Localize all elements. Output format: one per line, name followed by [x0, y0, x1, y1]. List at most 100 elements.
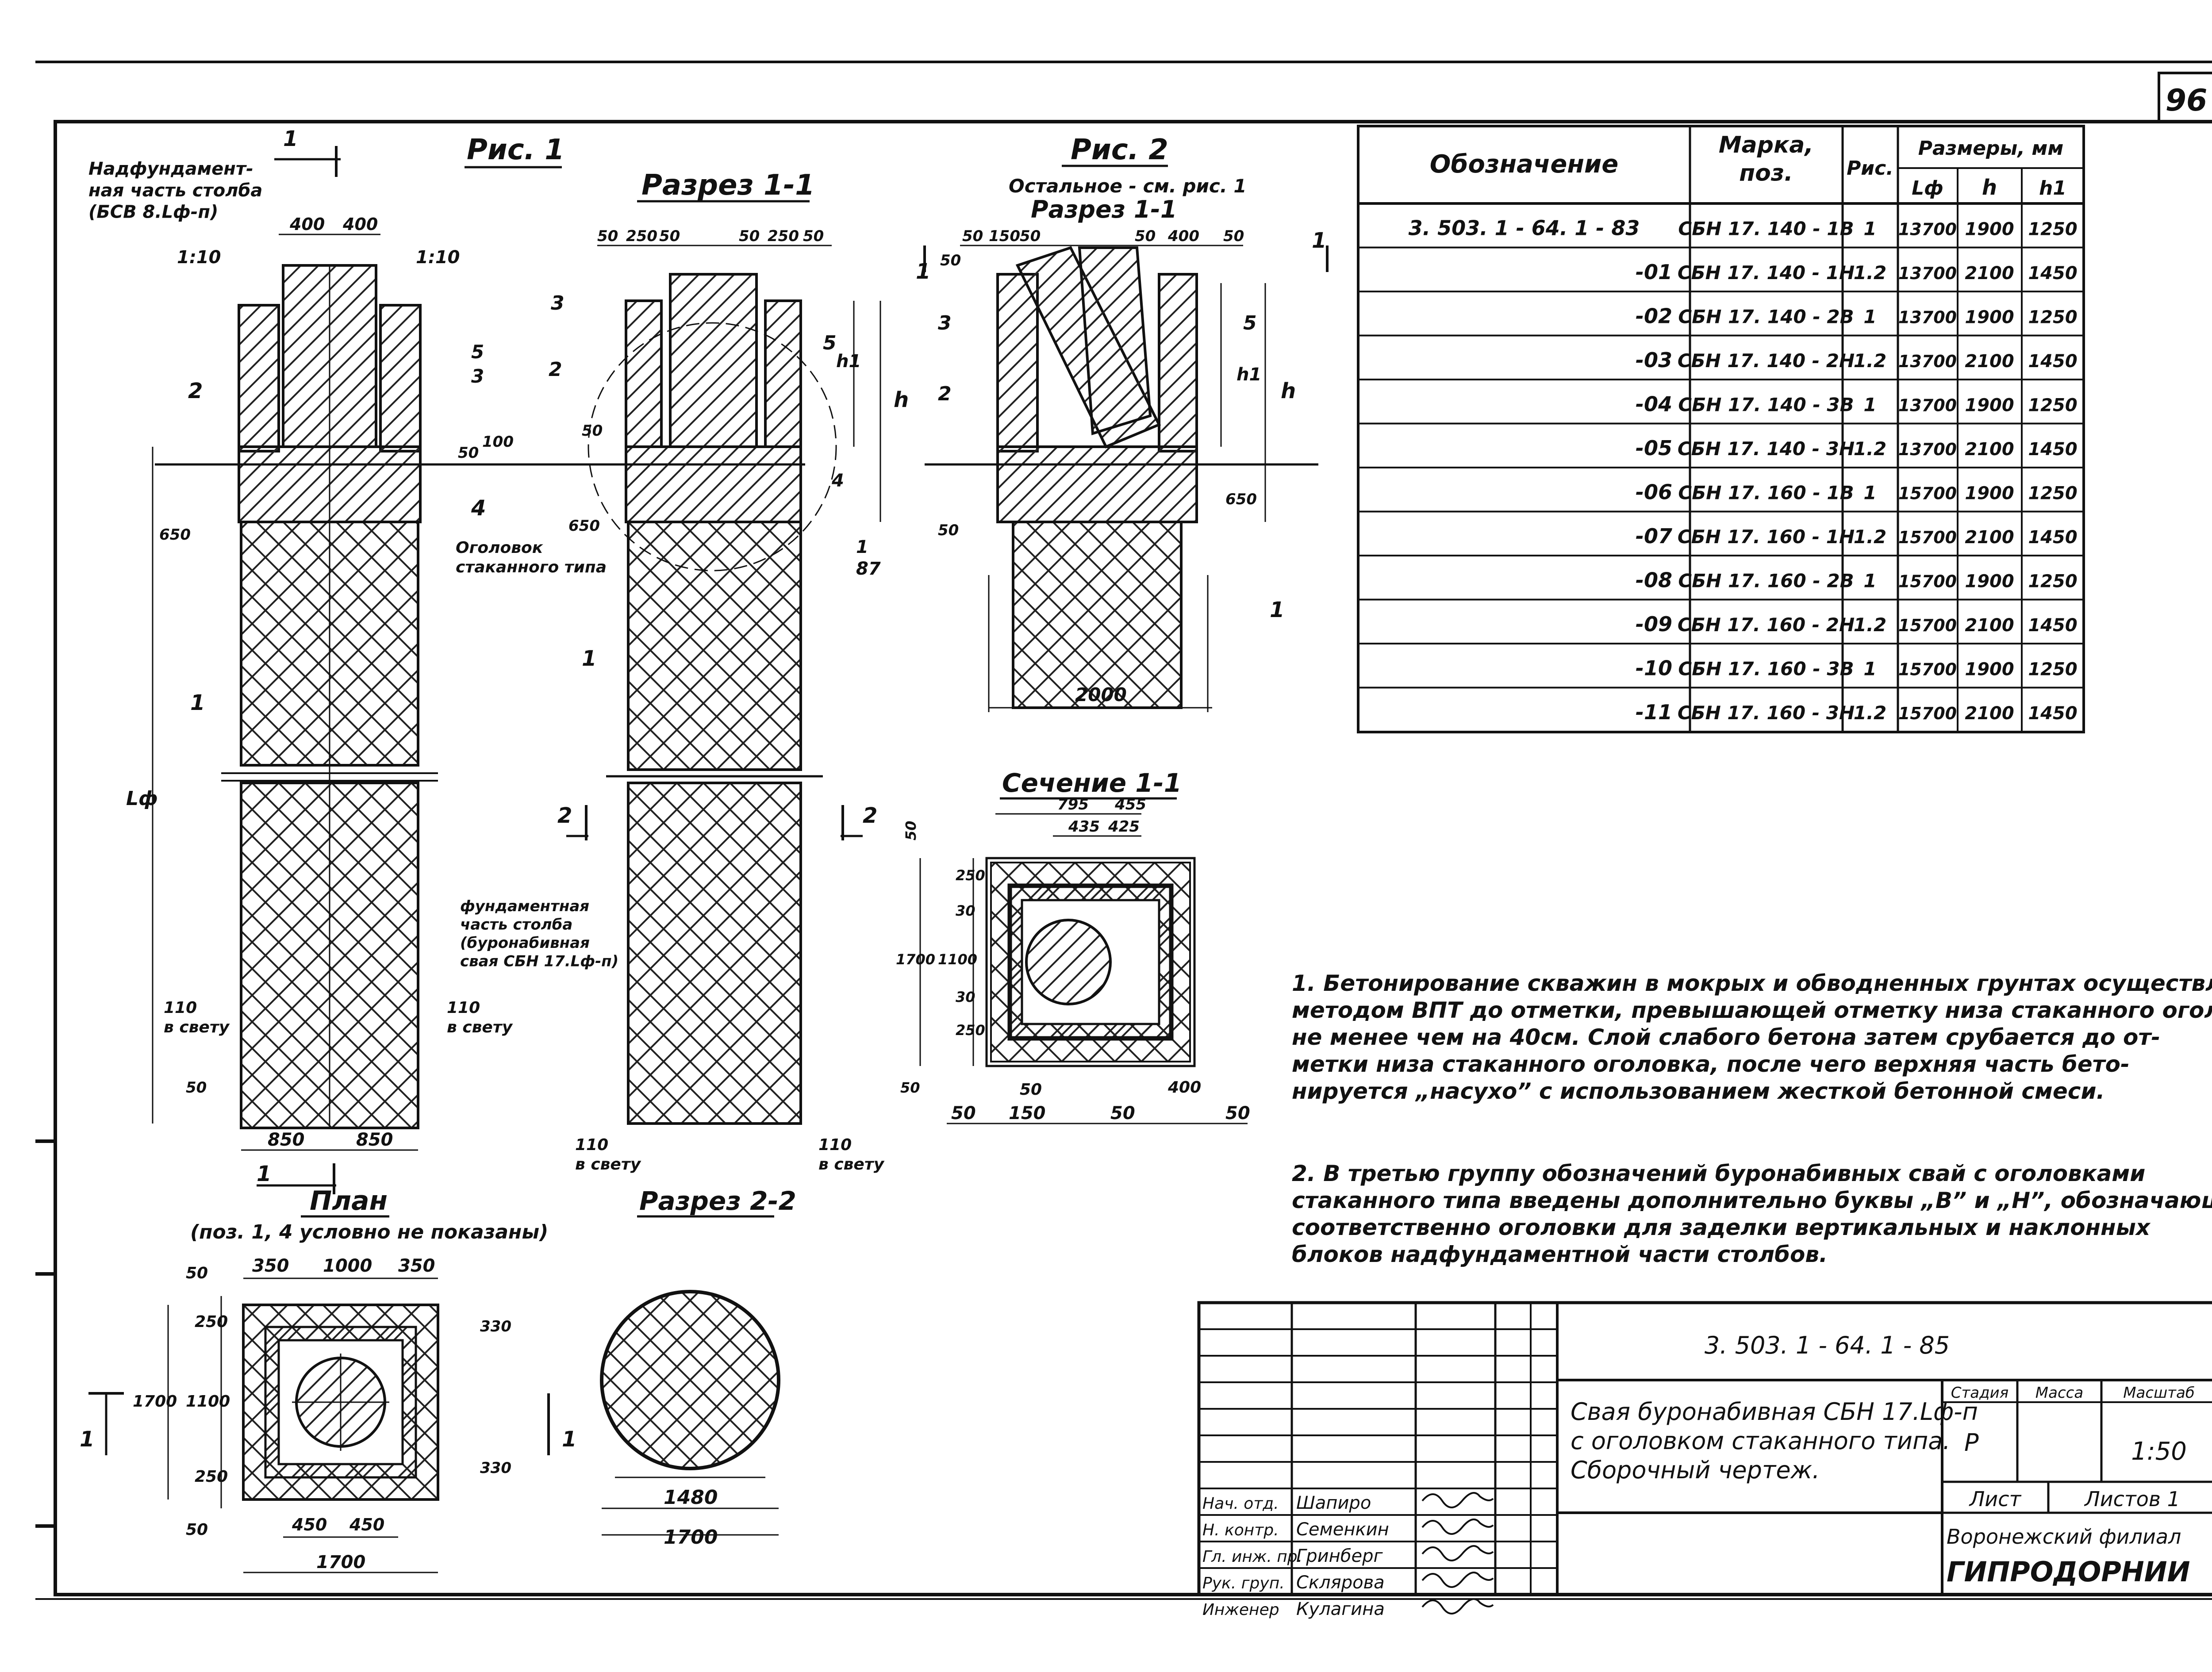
- table-cell-h: 2100: [1965, 263, 2014, 284]
- fig2-dim-h1: h1: [1237, 364, 1261, 385]
- staff-role: Гл. инж. пр.: [1202, 1548, 1302, 1566]
- table-cell-mark: СБН 17. 160 - 3Н: [1678, 702, 1855, 724]
- signature-mark: [1421, 1598, 1494, 1614]
- section-2-2: Разрез 2-2 1480 1700: [600, 1186, 796, 1549]
- table-cell-lf: 15700: [1898, 572, 1957, 591]
- table-cell-designation: -07: [1636, 524, 1672, 548]
- title-scale: 1:50: [2131, 1437, 2187, 1466]
- table-cell-designation: -01: [1636, 260, 1672, 284]
- section11-cut-left: 2: [557, 803, 572, 828]
- fig2-pos-3: 3: [938, 312, 952, 334]
- table-cell-designation: -11: [1636, 700, 1672, 724]
- title-scale-label: Масштаб: [2123, 1384, 2195, 1402]
- table-cell-lf: 13700: [1898, 308, 1957, 327]
- fig1-dim-side-100: 100: [482, 433, 514, 451]
- fig2-dim-top-4: 50: [1135, 227, 1156, 245]
- section22-dim-1480: 1480: [664, 1486, 718, 1509]
- title-code: 3. 503. 1 - 64. 1 - 85: [1705, 1331, 1950, 1359]
- plan-cut-left: 1: [80, 1427, 94, 1452]
- table-header-h: h: [1982, 175, 1997, 200]
- table-cell-h: 1900: [1965, 395, 2014, 416]
- table-cell-fig: 1: [1863, 218, 1876, 240]
- sec11b-dim-top-455: 455: [1114, 796, 1146, 813]
- fig1-title: Рис. 1: [467, 134, 565, 166]
- table-cell-mark: СБН 17. 140 - 1В: [1678, 218, 1854, 240]
- table-cell-mark: СБН 17. 140 - 3В: [1678, 394, 1854, 416]
- table-cell-lf: 15700: [1898, 484, 1957, 503]
- staff-role: Инженер: [1202, 1601, 1279, 1619]
- table-cell-designation: -08: [1636, 568, 1672, 592]
- sheet-frame: 96: [35, 61, 2212, 1600]
- plan-cut-right: 1: [562, 1427, 576, 1452]
- plan-dim-left-50: 50: [186, 1264, 208, 1282]
- table-cell-designation: -02: [1636, 304, 1672, 328]
- fig1-dim-lf: Lф: [126, 787, 158, 810]
- staff-role: Рук. груп.: [1202, 1574, 1285, 1592]
- sec11b-dim-side-250b: 250: [956, 1022, 985, 1039]
- section-1-1: Разрез 1-1 50 250 50 50 250 50 h h1 50 6…: [544, 169, 909, 1173]
- table-cell-fig: 1.2: [1854, 262, 1886, 284]
- table-cell-lf: 13700: [1898, 220, 1957, 239]
- table-cell-fig: 1: [1863, 306, 1876, 328]
- table-cell-h1: 1450: [2028, 439, 2077, 460]
- section11-dim-50: 50: [582, 422, 603, 440]
- fig1-pos-3: 3: [471, 365, 484, 387]
- signature-mark: [1421, 1519, 1494, 1535]
- table-cell-lf: 13700: [1898, 264, 1957, 283]
- sec11b-dim-bot-400: 400: [1167, 1078, 1201, 1097]
- figure-1: Рис. 1 Надфундамент-ная часть столба(БСВ…: [88, 127, 618, 1194]
- fig2-dim-bottom: 2000: [1075, 684, 1127, 706]
- plan-dim-right-330: 330: [480, 1318, 511, 1335]
- section11-title: Разрез 1-1: [641, 169, 815, 202]
- sec11b-dim-side-30: 30: [956, 902, 975, 919]
- sec11b-dim-side-250: 250: [956, 867, 985, 884]
- title-sheet-label: Лист: [1969, 1487, 2022, 1511]
- plan-dim-left-250: 250: [195, 1313, 228, 1331]
- table-cell-mark: СБН 17. 160 - 3В: [1678, 658, 1854, 680]
- fig2-subtitle: Остальное - см. рис. 1: [1009, 175, 1247, 197]
- plan-view: План (поз. 1, 4 условно не показаны) 350…: [80, 1185, 576, 1573]
- section11-pos-2: 2: [549, 358, 562, 381]
- plan-dim-bot-450b: 450: [349, 1515, 384, 1534]
- table-cell-fig: 1.2: [1854, 702, 1886, 724]
- table-header-fig: Рис.: [1847, 157, 1893, 180]
- table-cell-fig: 1.2: [1854, 614, 1886, 636]
- table-cell-mark: СБН 17. 140 - 3Н: [1678, 438, 1855, 460]
- plan-dim-bot-1700: 1700: [316, 1552, 365, 1572]
- fig2-cut-right: 1: [1312, 228, 1326, 253]
- figure-2: Рис. 2 Остальное - см. рис. 1 Разрез 1-1…: [916, 134, 1329, 712]
- section11-pos-4: 4: [831, 471, 844, 491]
- fig1-dim-bottom-2: 850: [356, 1130, 393, 1150]
- table-cell-h: 1900: [1965, 307, 2014, 328]
- fig2-section: Разрез 1-1: [1031, 196, 1177, 223]
- table-cell-lf: 15700: [1898, 660, 1957, 679]
- staff-name: Склярова: [1296, 1572, 1385, 1593]
- fig1-dim-top-1: 400: [289, 215, 325, 234]
- table-cell-lf: 15700: [1898, 616, 1957, 635]
- table-cell-h: 2100: [1965, 615, 2014, 636]
- section11-dim-h1: h1: [836, 351, 861, 372]
- table-cell-h1: 1450: [2028, 527, 2077, 548]
- fig2-dim-top-6: 50: [1223, 227, 1244, 245]
- table-cell-mark: СБН 17. 160 - 2Н: [1678, 614, 1855, 636]
- table-cell-fig: 1: [1863, 394, 1876, 416]
- table-cell-h: 2100: [1965, 527, 2014, 548]
- section11-dim-top-2: 250: [626, 227, 657, 245]
- table-cell-h: 2100: [1965, 439, 2014, 460]
- fig2-dim-side-50b: 50: [938, 522, 959, 539]
- plan-dim-left-1700: 1700: [133, 1392, 177, 1411]
- table-cell-fig: 1.2: [1854, 438, 1886, 460]
- table-cell-mark: СБН 17. 160 - 1Н: [1678, 526, 1855, 548]
- notes: 1. Бетонирование скважин в мокрых и обво…: [1292, 970, 2212, 1267]
- fig1-slope-left: 1:10: [177, 247, 221, 268]
- table-cell-designation: 3. 503. 1 - 64. 1 - 83: [1409, 216, 1640, 240]
- fig1-slope-right: 1:10: [416, 247, 460, 268]
- section11-cut-right: 2: [863, 803, 877, 828]
- sec11b-dim-side-1700: 1700: [896, 951, 935, 968]
